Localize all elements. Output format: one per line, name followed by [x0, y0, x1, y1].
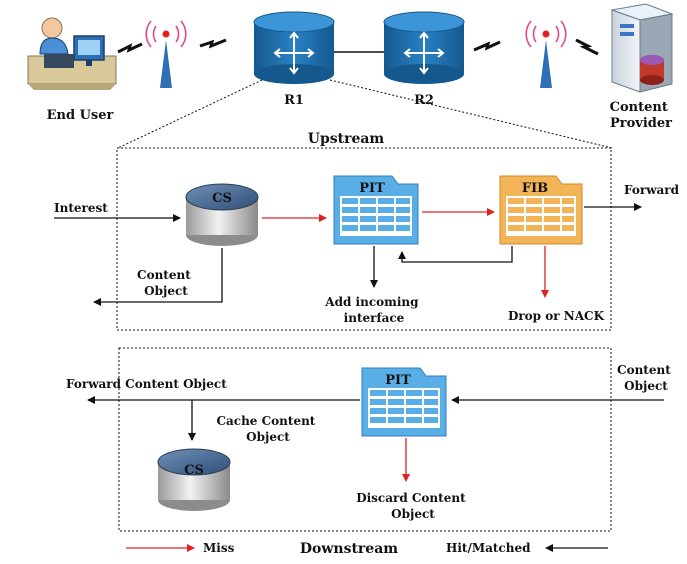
cs-upstream-cylinder: [185, 183, 259, 246]
downstream-title: Downstream: [300, 541, 398, 557]
cs-hit-content-arrow: [93, 248, 223, 306]
left-antenna-icon: [145, 20, 187, 88]
legend-hit-label: Hit/Matched: [446, 541, 531, 555]
end-user-icon: [27, 17, 117, 90]
wireless-link-4: [575, 38, 599, 56]
content-provider-label: Content Provider: [610, 100, 673, 131]
forward-label: Forward: [624, 183, 680, 197]
wireless-link-3: [473, 40, 501, 52]
content-object-in-label: Content Object: [617, 363, 675, 393]
zoom-line-left: [117, 79, 263, 149]
discard-label: Discard Content Object: [356, 491, 470, 521]
pit-upstream-table: [333, 175, 419, 245]
add-incoming-label: Add incoming interface: [324, 295, 422, 325]
downstream-box: [118, 347, 612, 532]
zoom-line-right: [329, 79, 613, 149]
forward-content-object-label: Forward Content Object: [66, 377, 227, 391]
router-r2-icon: [383, 11, 465, 84]
router-r1-label: R1: [284, 93, 304, 108]
pit-upstream-label: PIT: [359, 181, 385, 196]
content-provider-server-icon: [610, 3, 674, 93]
end-user-label: End User: [47, 108, 114, 123]
cs-downstream-label: CS: [184, 463, 204, 478]
drop-nack-label: Drop or NACK: [508, 309, 605, 323]
legend-miss-label: Miss: [203, 541, 235, 555]
cs-upstream-label: CS: [212, 191, 232, 206]
router-r1-icon: [253, 11, 335, 84]
fib-table: [499, 175, 583, 245]
wireless-link-2: [199, 38, 227, 49]
cache-content-object-label: Cache Content Object: [216, 414, 319, 444]
wireless-link-1: [117, 42, 143, 54]
pit-downstream-label: PIT: [385, 373, 411, 388]
right-antenna-icon: [525, 20, 567, 88]
fib-to-pit-hit-arrow: [398, 246, 513, 263]
upstream-title: Upstream: [308, 131, 385, 147]
interest-label: Interest: [54, 201, 108, 215]
upstream-box: [116, 147, 612, 331]
pit-downstream-table: [361, 367, 447, 437]
fib-label: FIB: [522, 181, 548, 196]
cs-downstream-cylinder: [157, 448, 231, 511]
content-object-upstream-label: Content Object: [137, 268, 195, 298]
